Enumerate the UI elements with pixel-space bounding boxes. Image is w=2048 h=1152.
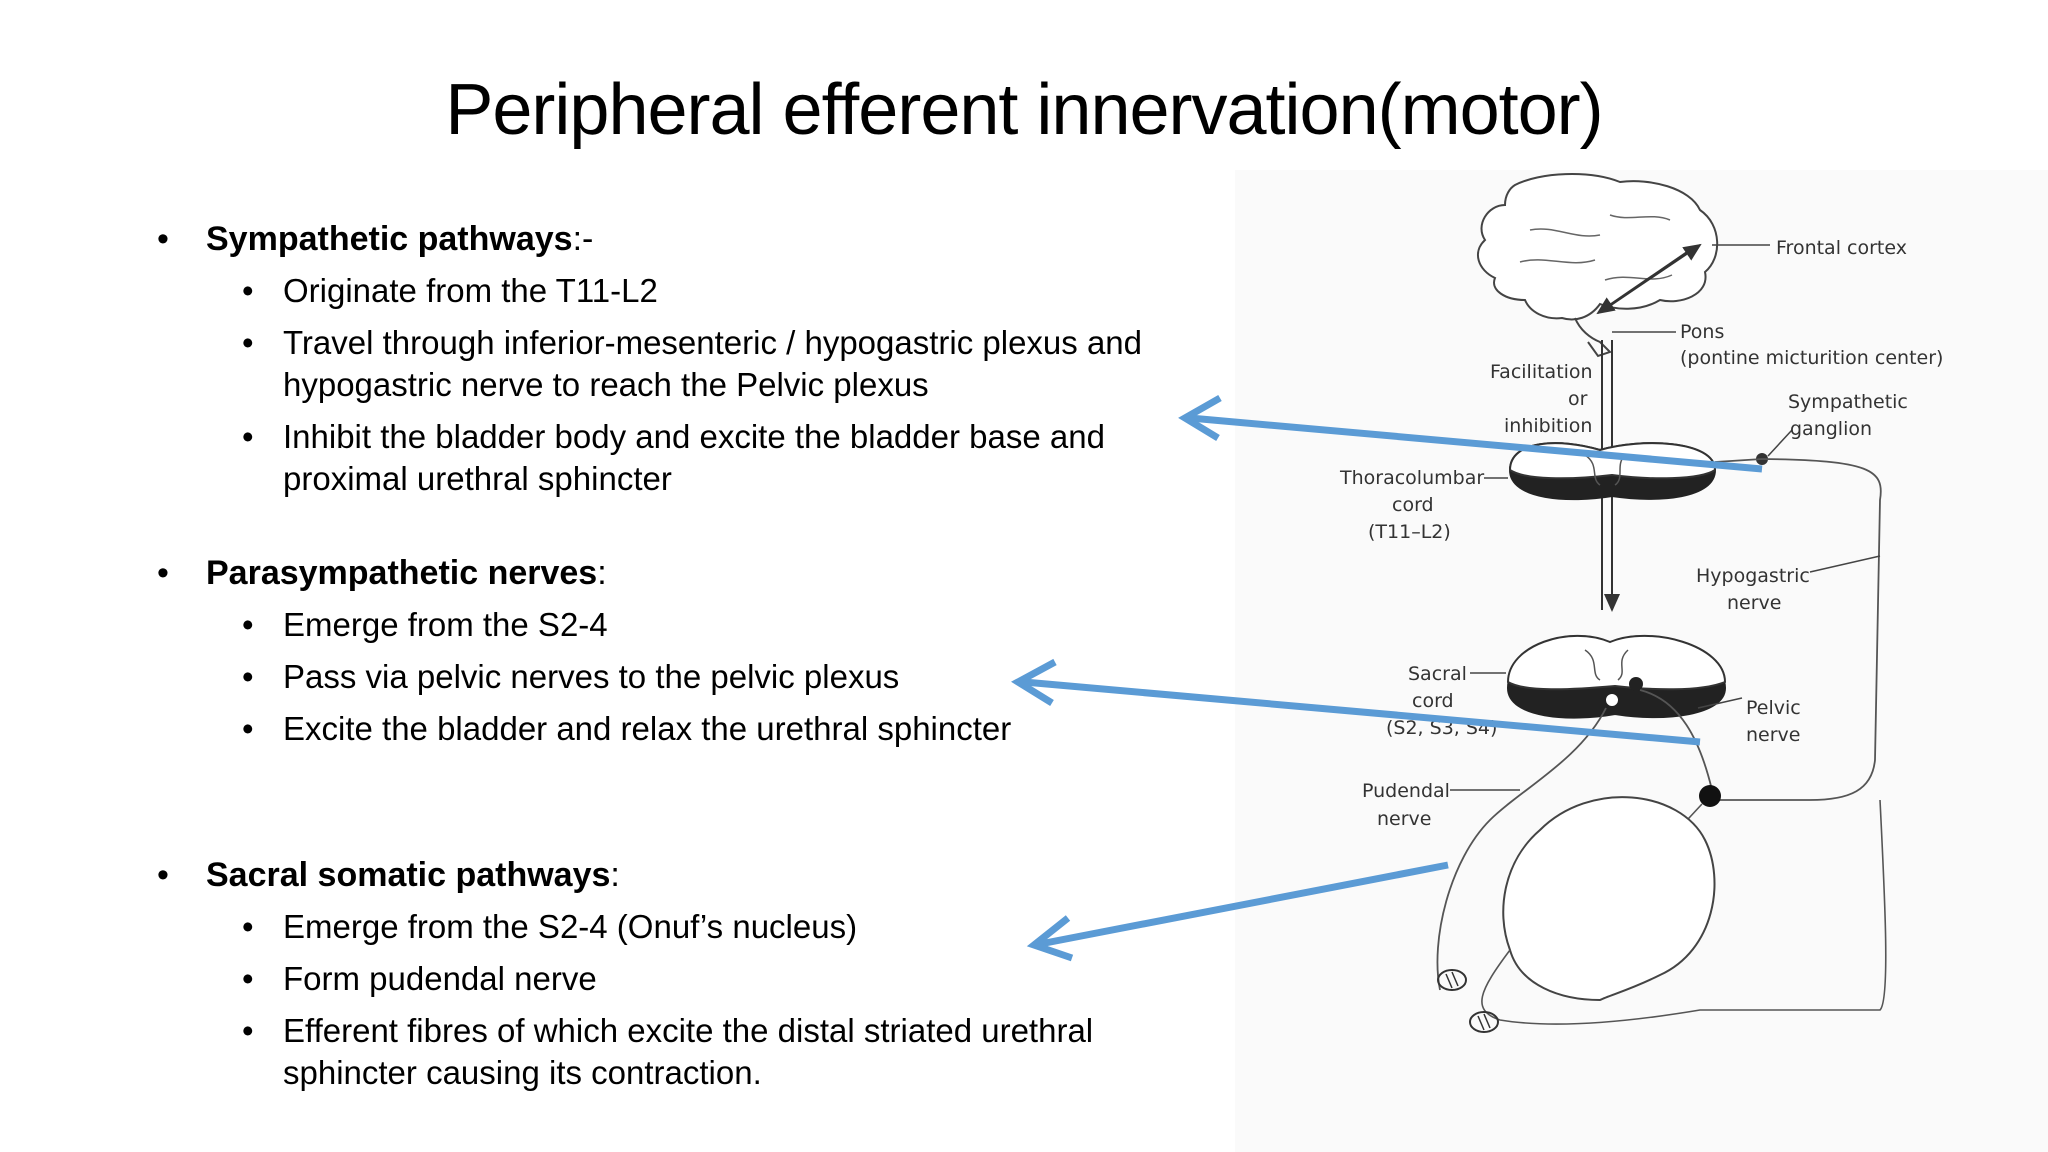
bullet-dot: • — [157, 554, 169, 592]
label-or: or — [1568, 388, 1588, 410]
label-sacral: Sacral — [1408, 663, 1467, 685]
label-nerve-3: nerve — [1377, 808, 1431, 830]
label-sympathetic: Sympathetic — [1788, 391, 1908, 413]
parasympathetic-item-3: Excite the bladder and relax the urethra… — [283, 710, 1012, 747]
sympathetic-item-2: Travel through inferior-mesenteric / hyp… — [283, 324, 1143, 403]
sympathetic-heading-text: Sympathetic pathways — [206, 220, 573, 258]
slide-title: Peripheral efferent innervation(motor) — [445, 70, 1603, 150]
label-ganglion: ganglion — [1790, 418, 1872, 440]
sympathetic-ganglion-node — [1756, 453, 1768, 465]
bullet-dot: • — [242, 1012, 254, 1049]
cortex-arrow-up — [1607, 243, 1702, 308]
pudendal-nerve-path — [1436, 707, 1607, 991]
pelvic-branch — [1639, 803, 1703, 873]
bullet-dot: • — [242, 710, 254, 747]
label-pons: Pons — [1680, 321, 1724, 343]
diagram-background — [1235, 170, 2048, 1152]
label-inhibition: inhibition — [1504, 415, 1592, 437]
parasympathetic-heading-suffix: : — [597, 554, 607, 592]
bullet-dot: • — [157, 856, 169, 894]
bullet-dot: • — [242, 658, 254, 695]
sympathetic-arrow — [1178, 394, 1763, 473]
somatic-heading-suffix: : — [610, 856, 620, 894]
brain-folds — [1519, 214, 1673, 281]
urethra-outline — [1481, 799, 1887, 1025]
hypogastric-leader — [1809, 555, 1881, 573]
label-pudendal: Pudendal — [1362, 780, 1450, 802]
bullet-dot: • — [242, 272, 254, 309]
sacral-cord — [1506, 634, 1727, 719]
ganglion-leader — [1767, 429, 1793, 457]
cortex-arrow-down — [1596, 249, 1691, 315]
label-facilitation: Facilitation — [1490, 361, 1593, 383]
label-nerve-2: nerve — [1746, 724, 1800, 746]
label-s2-s4: (S2, S3, S4) — [1386, 717, 1497, 739]
pelvic-ganglion-node — [1699, 785, 1721, 807]
somatic-heading-text: Sacral somatic pathways — [206, 856, 611, 894]
parasympathetic-item-2: Pass via pelvic nerves to the pelvic ple… — [283, 658, 900, 695]
somatic-item-2: Form pudendal nerve — [283, 960, 597, 997]
somatic-item-1: Emerge from the S2-4 (Onuf’s nucleus) — [283, 908, 858, 945]
bullet-dot: • — [242, 960, 254, 997]
sphincter-icon — [1437, 969, 1499, 1033]
brainstem — [1574, 317, 1612, 358]
brain-outline — [1476, 173, 1719, 321]
somatic-item-3: Efferent fibres of which excite the dist… — [283, 1012, 1094, 1091]
sympathetic-item-3: Inhibit the bladder body and excite the … — [283, 418, 1105, 497]
label-t11-l2: (T11–L2) — [1368, 521, 1451, 543]
sympathetic-item-1: Originate from the T11-L2 — [283, 272, 658, 309]
parasympathetic-item-1: Emerge from the S2-4 — [283, 606, 608, 643]
bladder-outline — [1502, 796, 1716, 1002]
label-nerve-1: nerve — [1727, 592, 1781, 614]
label-pons-detail: (pontine micturition center) — [1680, 347, 1943, 369]
label-cord-2: cord — [1412, 690, 1454, 712]
pelvic-nerve-path — [1639, 689, 1740, 801]
hypogastric-nerve-path — [1714, 458, 1882, 801]
parasympathetic-heading-text: Parasympathetic nerves — [206, 554, 598, 592]
bullet-dot: • — [242, 908, 254, 945]
label-frontal-cortex: Frontal cortex — [1776, 237, 1907, 259]
label-hypogastric: Hypogastric — [1696, 565, 1810, 587]
bullet-dot: • — [242, 324, 254, 361]
bullet-dot: • — [157, 220, 169, 258]
sympathetic-heading-suffix: :- — [572, 220, 594, 258]
thoracolumbar-cord — [1508, 442, 1717, 501]
label-thoracolumbar: Thoracolumbar — [1339, 467, 1484, 489]
label-cord-1: cord — [1392, 494, 1434, 516]
bullet-dot: • — [242, 418, 254, 455]
bullet-dot: • — [242, 606, 254, 643]
pelvic-leader — [1697, 697, 1743, 709]
label-pelvic: Pelvic — [1746, 697, 1801, 719]
bullet-content: • Sympathetic pathways:- • Originate fro… — [157, 220, 1143, 1091]
